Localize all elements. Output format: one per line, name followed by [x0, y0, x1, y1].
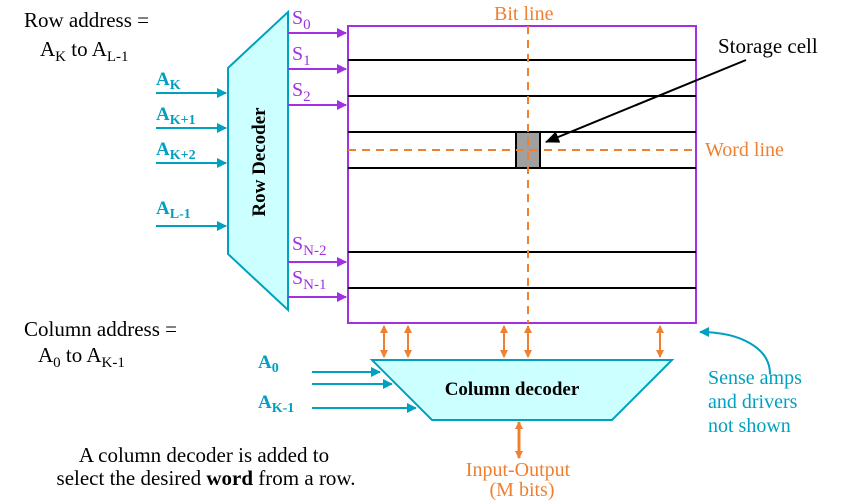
column-decoder-block [369, 359, 675, 421]
word-line-label: Word line [705, 139, 784, 161]
input-output-label: Input-Output [466, 459, 571, 481]
column-address-label: Column address = [24, 317, 177, 341]
select-label: SN-1 [292, 267, 326, 293]
caption-line1: A column decoder is added to [79, 443, 329, 467]
column-address-inputs: A0 AK-1 [258, 352, 417, 416]
bitline-io-arrows [380, 325, 664, 358]
row-decoder-block [227, 9, 289, 313]
io-bits-label: (M bits) [490, 479, 555, 501]
row-address-label: Row address = [24, 8, 149, 32]
storage-cell-label: Storage cell [718, 34, 818, 58]
row-lines [348, 59, 696, 289]
select-label: S2 [292, 79, 311, 105]
select-label: S0 [292, 7, 311, 33]
row-decoder-label: Row Decoder [249, 107, 270, 217]
sense-amps-line1: Sense amps [708, 367, 802, 389]
col-input-label: AK-1 [258, 392, 294, 416]
select-label: SN-2 [292, 233, 326, 259]
row-input-label: AK [156, 69, 181, 93]
select-lines: S0 S1 S2 SN-2 SN-1 [288, 7, 347, 302]
row-input-label: AL-1 [156, 198, 191, 222]
bit-line-label: Bit line [494, 3, 554, 25]
row-input-label: AK+1 [156, 104, 196, 128]
sense-amps-line2: and drivers [708, 391, 798, 413]
column-address-range: A0 to AK-1 [38, 343, 125, 371]
sense-amps-line3: not shown [708, 415, 791, 437]
sense-amps-pointer [699, 327, 771, 375]
row-address-inputs: AK AK+1 AK+2 AL-1 [156, 69, 227, 231]
col-input-label: A0 [258, 352, 279, 376]
column-decoder-label: Column decoder [445, 379, 580, 400]
storage-cell-pointer [545, 59, 747, 143]
caption-line2: select the desired word from a row. [57, 466, 356, 490]
memory-array [347, 25, 697, 324]
select-label: S1 [292, 43, 311, 69]
row-address-range: AK to AL-1 [40, 37, 129, 65]
row-input-label: AK+2 [156, 139, 196, 163]
